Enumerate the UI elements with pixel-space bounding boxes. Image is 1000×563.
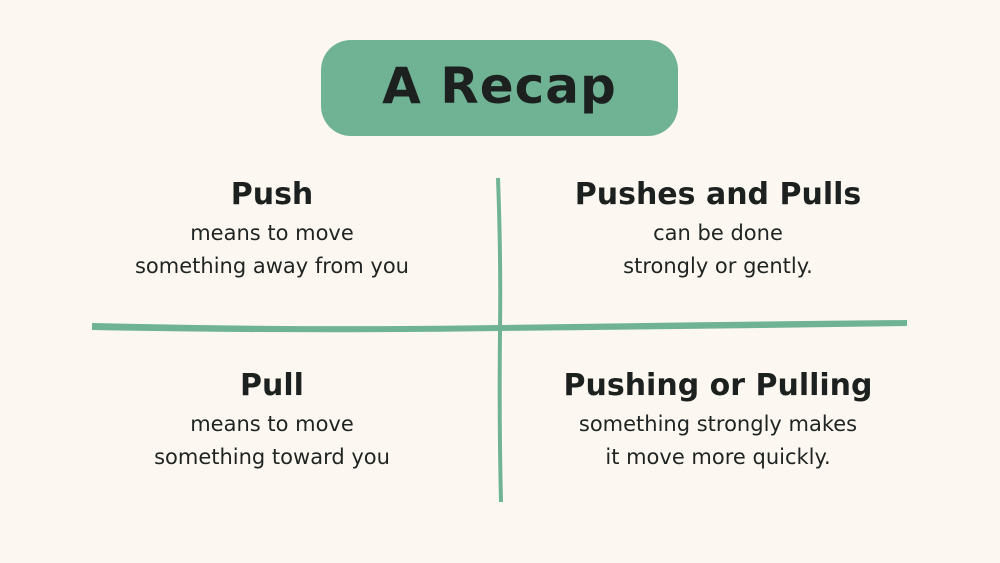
page-title: A Recap	[382, 57, 617, 115]
quadrant-text-line-1: means to move	[190, 221, 354, 245]
quadrant-text-line-1: something strongly makes	[578, 412, 858, 436]
quadrant-text: means to move something away from you	[52, 217, 492, 283]
quadrant-text: can be done strongly or gently.	[498, 217, 938, 283]
quadrant-heading: Pushes and Pulls	[574, 177, 862, 212]
horizontal-divider	[92, 320, 907, 333]
quadrant-pushing-or-pulling: Pushing or Pulling something strongly ma…	[498, 366, 938, 474]
quadrant-heading: Push	[230, 177, 314, 212]
title-banner: A Recap	[321, 40, 678, 136]
quadrant-text-line-2: it move more quickly.	[605, 445, 831, 469]
quadrant-heading: Pull	[240, 368, 304, 403]
quadrant-pushes-and-pulls: Pushes and Pulls can be done strongly or…	[498, 175, 938, 283]
quadrant-text: means to move something toward you	[52, 408, 492, 474]
quadrant-text-line-2: something toward you	[154, 445, 390, 469]
quadrant-text-line-2: strongly or gently.	[623, 254, 813, 278]
quadrant-text-line-1: means to move	[190, 412, 354, 436]
quadrant-text-line-2: something away from you	[134, 254, 409, 278]
quadrant-heading: Pushing or Pulling	[563, 368, 873, 403]
quadrant-text: something strongly makes it move more qu…	[498, 408, 938, 474]
quadrant-pull: Pull means to move something toward you	[52, 366, 492, 474]
quadrant-text-line-1: can be done	[653, 221, 783, 245]
quadrant-push: Push means to move something away from y…	[52, 175, 492, 283]
